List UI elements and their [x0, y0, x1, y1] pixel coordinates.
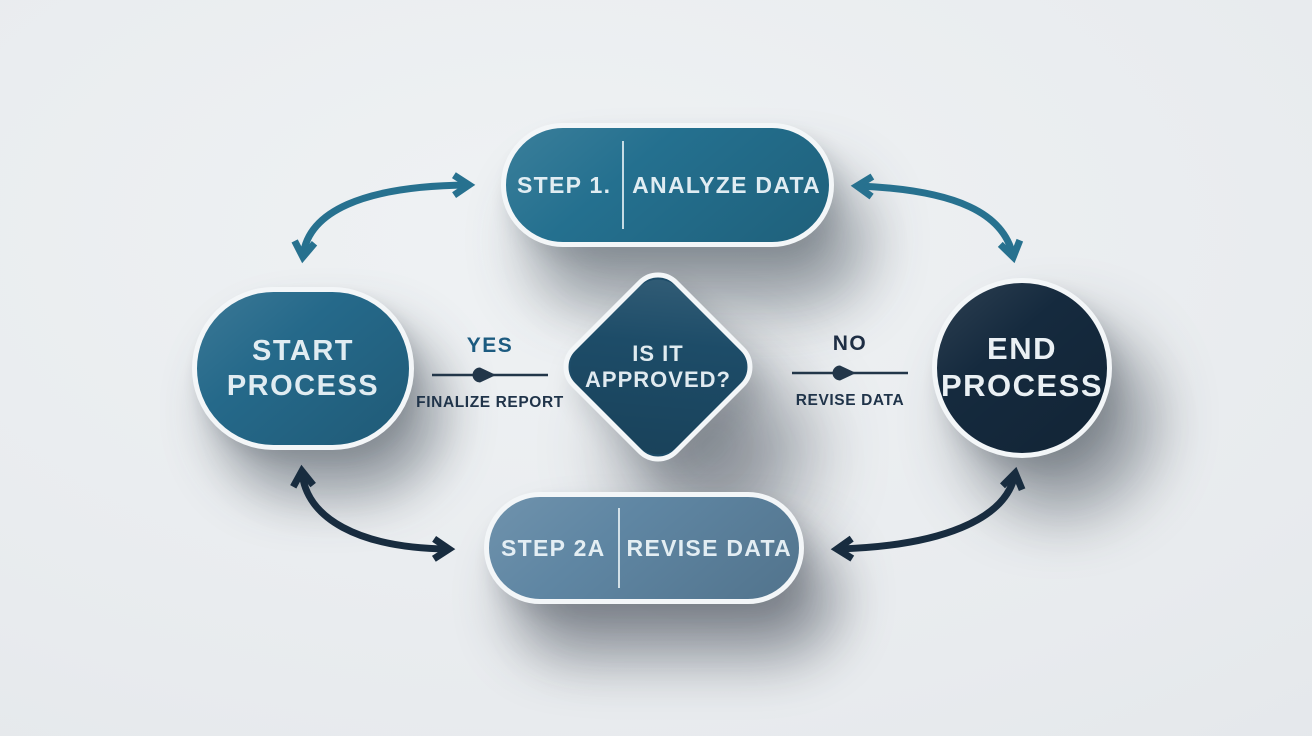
start-label-line2: PROCESS: [226, 369, 380, 402]
step1-divider: [622, 140, 625, 230]
end-label-line1: END: [987, 331, 1057, 367]
end-process-shape: END PROCESS: [932, 278, 1112, 458]
end-process-label: END PROCESS: [941, 331, 1103, 404]
step2a-step-cell: STEP 2A: [489, 497, 618, 599]
branch-yes-connector-line: [432, 367, 548, 383]
node-step2a-revise-data: STEP 2A REVISE DATA: [484, 492, 804, 604]
branch-no: NO REVISE DATA: [760, 332, 940, 410]
start-process-shape: START PROCESS: [192, 287, 414, 450]
node-decision-is-it-approved: IS IT APPROVED?: [551, 260, 765, 474]
node-end-process: END PROCESS: [932, 278, 1112, 458]
step2a-divider: [617, 508, 620, 588]
node-start-process: START PROCESS: [192, 287, 414, 450]
start-label-line1: START: [251, 335, 354, 368]
arrow-start-to-step2a: [290, 464, 456, 562]
step2a-shape: STEP 2A REVISE DATA: [484, 492, 804, 604]
branch-yes-action-label: FINALIZE REPORT: [416, 394, 564, 411]
start-process-label: START PROCESS: [227, 334, 379, 402]
branch-no-connector-line: [792, 365, 908, 381]
node-step1-analyze-data: STEP 1. ANALYZE DATA: [501, 123, 834, 247]
decision-label-line1: IS IT: [632, 341, 684, 367]
step1-task-cell: ANALYZE DATA: [624, 128, 829, 242]
step2a-step-label: STEP 2A: [501, 534, 606, 561]
step1-task-label: ANALYZE DATA: [632, 171, 822, 198]
step2a-task-cell: REVISE DATA: [620, 497, 799, 599]
branch-yes: YES FINALIZE REPORT: [400, 334, 580, 412]
branch-no-action-label: REVISE DATA: [795, 392, 905, 409]
decision-label-line2: APPROVED?: [585, 367, 731, 393]
step1-step-label: STEP 1.: [516, 171, 612, 198]
step1-shape: STEP 1. ANALYZE DATA: [501, 123, 834, 247]
end-label-line2: PROCESS: [940, 368, 1104, 403]
step1-step-cell: STEP 1.: [506, 128, 622, 242]
branch-yes-pointer-icon: [472, 367, 496, 383]
branch-no-pointer-icon: [832, 365, 856, 381]
branch-yes-label: YES: [466, 334, 514, 357]
decision-diamond-shape: IS IT APPROVED?: [551, 260, 765, 474]
decision-label: IS IT APPROVED?: [585, 341, 731, 393]
step2a-task-label: REVISE DATA: [626, 534, 793, 561]
arrow-start-to-step1: [291, 172, 476, 264]
arrow-step2a-to-end: [830, 466, 1026, 562]
arrow-step1-to-end: [850, 173, 1024, 264]
branch-no-label: NO: [832, 332, 868, 355]
